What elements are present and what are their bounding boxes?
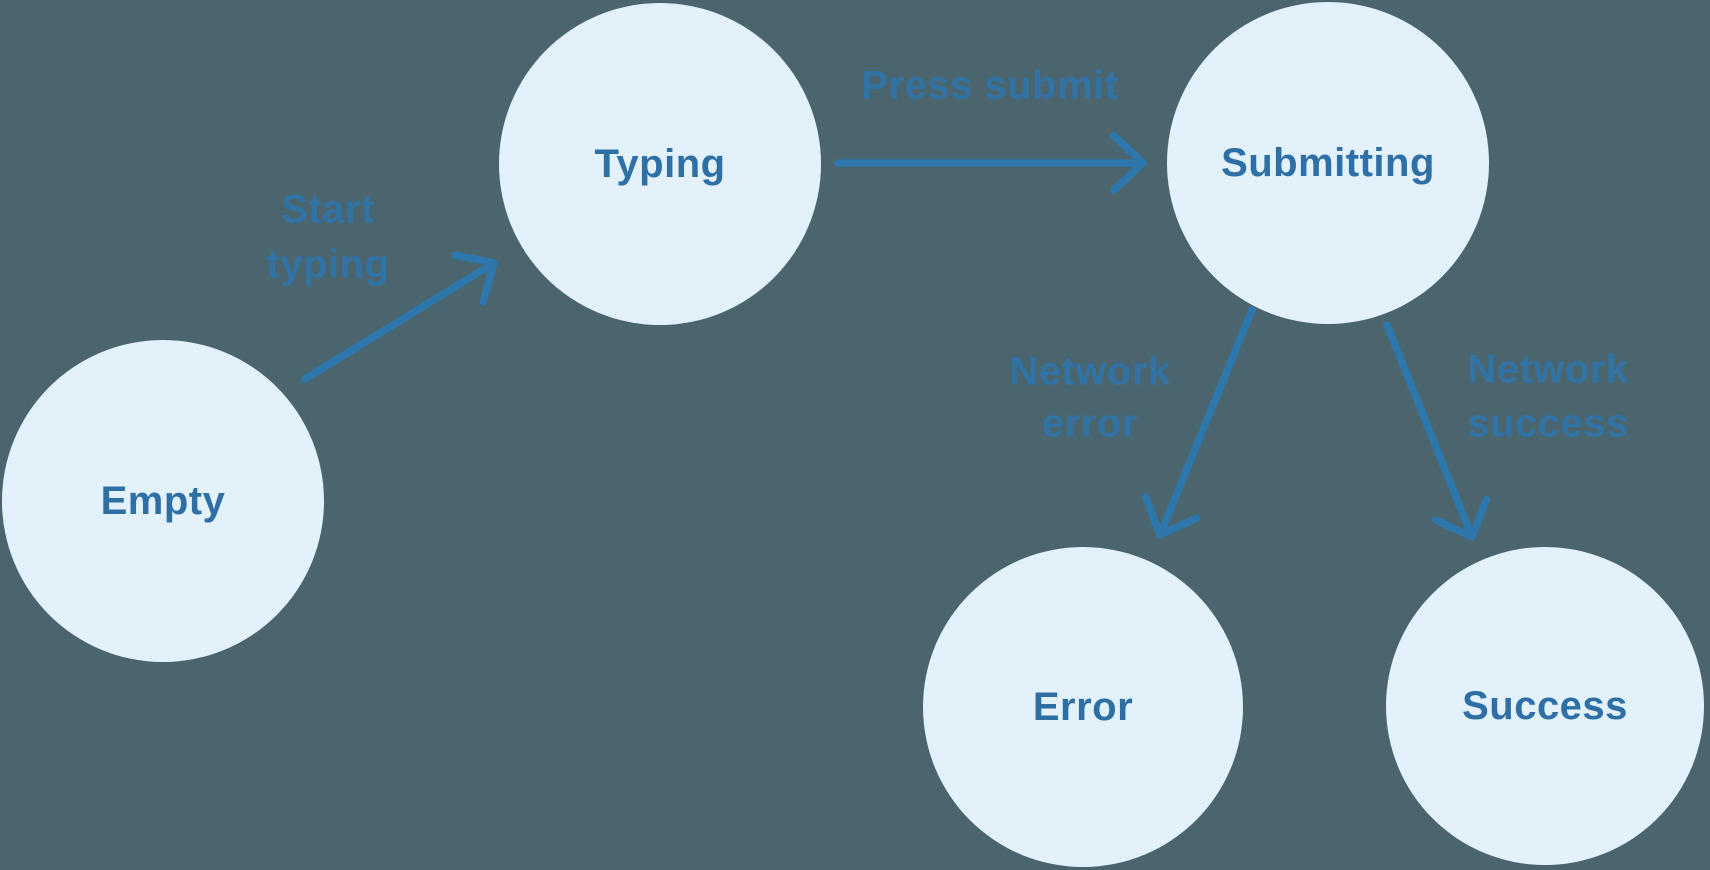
edge-label-network-success-line2: success [1467,401,1629,446]
state-label-empty: Empty [100,478,226,523]
edge-label-press-submit: Press submit [861,63,1119,108]
state-node-success: Success [1386,547,1704,865]
state-label-submitting: Submitting [1221,140,1435,185]
state-label-error: Error [1032,684,1134,729]
edge-label-network-error-line2: error [1042,401,1138,446]
arrowhead-network-error [1142,493,1201,539]
state-node-submitting: Submitting [1167,2,1489,324]
state-node-typing: Typing [499,3,821,325]
state-node-empty: Empty [2,340,324,662]
edge-label-start-typing-line2: typing [266,242,390,287]
edge-line-start-typing [301,261,495,383]
state-node-error: Error [923,547,1243,867]
edge-line-network-success [1383,321,1475,538]
edge-label-start-typing-line1: Start [281,187,375,232]
arrowhead-press-submit [1109,131,1147,195]
state-label-typing: Typing [594,141,726,186]
arrowhead-network-success [1432,495,1491,541]
arrowhead-start-typing [451,251,498,306]
edge-line-network-error [1157,306,1256,536]
edge-label-network-success-line1: Network [1467,347,1629,392]
edge-label-network-error-line1: Network [1009,349,1171,394]
state-label-success: Success [1462,683,1628,728]
